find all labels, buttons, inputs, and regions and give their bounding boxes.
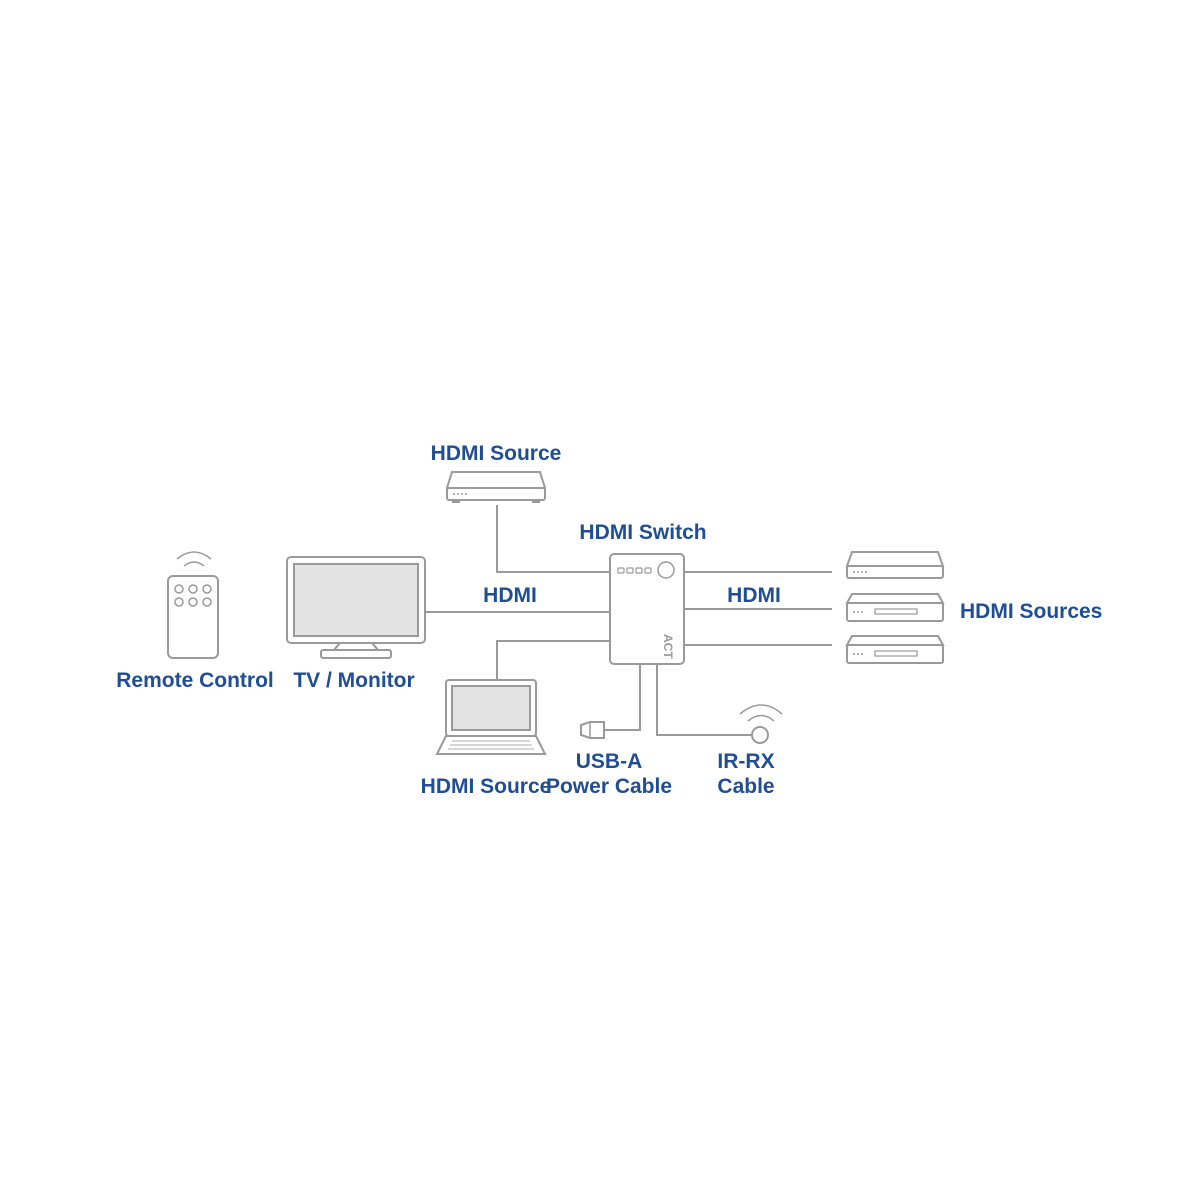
label-hdmi-left: HDMI (483, 584, 537, 607)
label-remote-control: Remote Control (116, 669, 274, 692)
ir-receiver-icon (751, 726, 769, 744)
label-hdmi-switch: HDMI Switch (579, 521, 706, 544)
label-hdmi-source-bottom: HDMI Source (421, 775, 552, 798)
label-ir-rx: IR-RX (717, 750, 774, 773)
hdmi-source-bottom: HDMI Source (421, 679, 552, 798)
wireless-signal-icon (176, 551, 212, 567)
remote-control-icon (167, 575, 219, 659)
wire-laptop-to-switch (496, 640, 610, 680)
tv-monitor-icon (286, 556, 426, 659)
label-hdmi-sources: HDMI Sources (960, 600, 1102, 623)
usb-power-cable: USB-A Power Cable (546, 721, 672, 798)
label-hdmi-right: HDMI (727, 584, 781, 607)
hdmi-switch-icon: ACT (609, 553, 685, 665)
set-top-box-icon (445, 471, 547, 503)
label-ir-cable: Cable (717, 775, 774, 798)
hdmi-sources: HDMI Sources (845, 551, 1102, 664)
set-top-box-icon (845, 635, 945, 664)
set-top-box-icon (845, 593, 945, 622)
hdmi-switch: HDMI Switch ACT (579, 521, 707, 665)
label-tv-monitor: TV / Monitor (293, 669, 414, 692)
switch-logo: ACT (661, 634, 675, 659)
label-hdmi-source-top: HDMI Source (431, 442, 562, 465)
label-usb-a: USB-A (576, 750, 643, 773)
label-power-cable: Power Cable (546, 775, 672, 798)
wire-usb-power (604, 664, 641, 731)
wire-ir-rx (656, 664, 752, 736)
wireless-signal-icon (739, 704, 783, 722)
wire-top-source (496, 505, 610, 573)
connection-lines (425, 505, 832, 736)
tv-monitor: TV / Monitor (286, 556, 426, 692)
ir-rx-cable: IR-RX Cable (717, 704, 783, 798)
remote-control: Remote Control (116, 551, 274, 692)
set-top-box-icon (845, 551, 945, 579)
hdmi-source-top: HDMI Source (431, 442, 562, 503)
usb-plug-icon (580, 721, 605, 739)
laptop-icon (435, 679, 547, 755)
